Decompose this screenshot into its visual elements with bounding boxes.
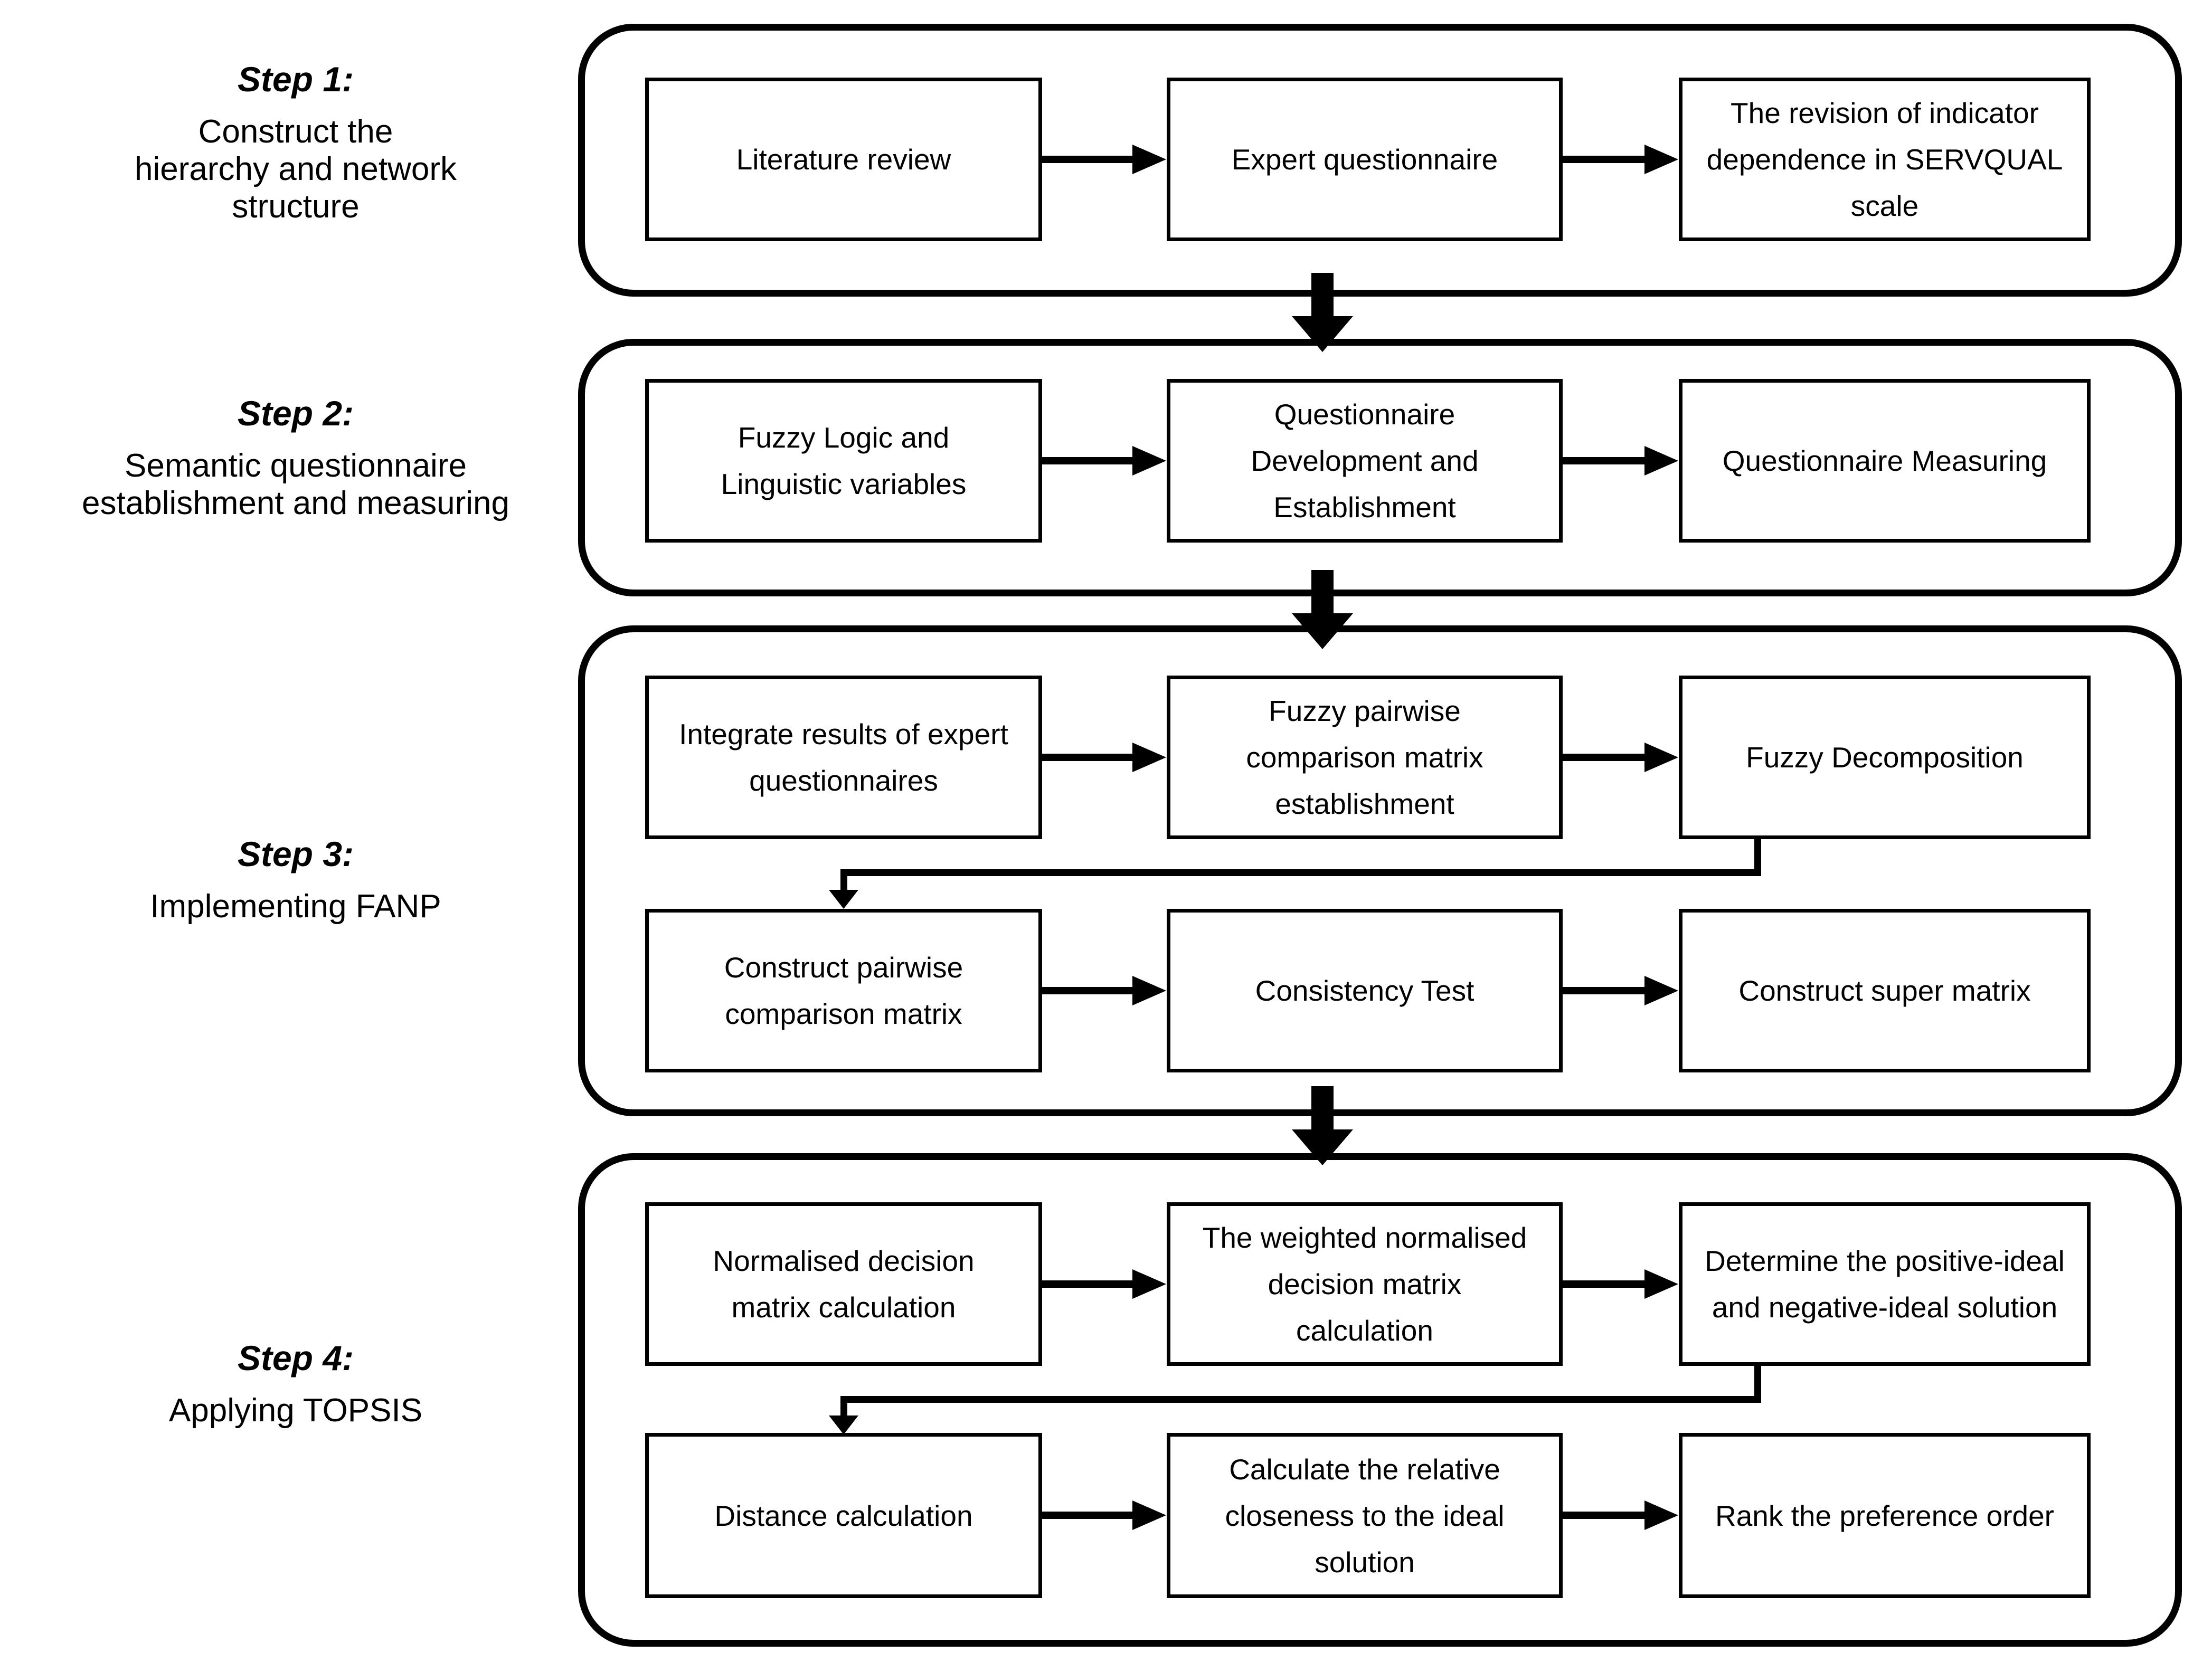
step4-label: Step 4: Applying TOPSIS bbox=[32, 1338, 560, 1429]
step1-subtitle-line: hierarchy and network bbox=[135, 151, 457, 187]
arrow-expert-to-revision bbox=[1563, 156, 1645, 163]
connector-decomposition-elbow-across bbox=[840, 869, 1761, 876]
connector-decomposition-elbow-down bbox=[1754, 839, 1761, 876]
arrow-consistency-to-supermatrix bbox=[1563, 987, 1645, 994]
box-questionnaire-development: Questionnaire Development and Establishm… bbox=[1167, 379, 1563, 543]
step4-title: Step 4: bbox=[237, 1338, 354, 1378]
step1-subtitle-line: Construct the bbox=[198, 113, 393, 150]
arrow-pairwise-to-consistency bbox=[1042, 987, 1133, 994]
connector-ideal-arrowhead bbox=[829, 1416, 858, 1434]
arrow-fuzzylogic-to-development bbox=[1042, 457, 1133, 464]
arrow-distance-to-closeness bbox=[1042, 1512, 1133, 1519]
box-consistency-test: Consistency Test bbox=[1167, 909, 1563, 1072]
connector-ideal-elbow-across bbox=[840, 1396, 1761, 1403]
box-expert-questionnaire: Expert questionnaire bbox=[1167, 78, 1563, 241]
box-rank-preference-order: Rank the preference order bbox=[1679, 1433, 2091, 1598]
connector-decomposition-elbow-drop bbox=[840, 869, 847, 891]
step4-subtitle-line: Applying TOPSIS bbox=[168, 1392, 423, 1429]
step2-title: Step 2: bbox=[237, 394, 354, 433]
connector-ideal-elbow-drop bbox=[840, 1396, 847, 1417]
arrow-step3-to-step4 bbox=[1292, 1086, 1353, 1165]
box-weighted-normalised-matrix: The weighted normalised decision matrix … bbox=[1167, 1202, 1563, 1366]
arrow-literature-to-expert bbox=[1042, 156, 1133, 163]
step1-title: Step 1: bbox=[237, 60, 354, 99]
arrow-weighted-to-ideal bbox=[1563, 1280, 1645, 1288]
box-determine-ideal-solutions: Determine the positive-ideal and negativ… bbox=[1679, 1202, 2091, 1366]
arrow-fuzzypairwise-to-decomposition bbox=[1563, 754, 1645, 761]
arrow-normalised-to-weighted bbox=[1042, 1280, 1133, 1288]
step3-label: Step 3: Implementing FANP bbox=[32, 834, 560, 925]
arrow-integrate-to-fuzzypairwise bbox=[1042, 754, 1133, 761]
box-construct-super-matrix: Construct super matrix bbox=[1679, 909, 2091, 1072]
box-integrate-expert-results: Integrate results of expert questionnair… bbox=[645, 676, 1042, 839]
box-fuzzy-decomposition: Fuzzy Decomposition bbox=[1679, 676, 2091, 839]
step1-subtitle-line: structure bbox=[232, 188, 360, 225]
step2-subtitle-line: establishment and measuring bbox=[82, 485, 509, 521]
step3-subtitle-line: Implementing FANP bbox=[150, 888, 441, 925]
step3-title: Step 3: bbox=[237, 834, 354, 873]
arrow-step1-to-step2 bbox=[1292, 273, 1353, 352]
box-distance-calculation: Distance calculation bbox=[645, 1433, 1042, 1598]
step1-label: Step 1: Construct the hierarchy and netw… bbox=[32, 59, 560, 225]
arrow-closeness-to-rank bbox=[1563, 1512, 1645, 1519]
step2-subtitle-line: Semantic questionnaire bbox=[125, 448, 467, 484]
connector-decomposition-arrowhead bbox=[829, 890, 858, 909]
box-relative-closeness: Calculate the relative closeness to the … bbox=[1167, 1433, 1563, 1598]
box-revision-servqual: The revision of indicator dependence in … bbox=[1679, 78, 2091, 241]
box-literature-review: Literature review bbox=[645, 78, 1042, 241]
box-fuzzy-logic-linguistic: Fuzzy Logic and Linguistic variables bbox=[645, 379, 1042, 543]
box-construct-pairwise-matrix: Construct pairwise comparison matrix bbox=[645, 909, 1042, 1072]
arrow-step2-to-step3 bbox=[1292, 570, 1353, 649]
connector-ideal-elbow-down bbox=[1754, 1366, 1761, 1403]
step2-label: Step 2: Semantic questionnaire establish… bbox=[32, 393, 560, 522]
box-normalised-decision-matrix: Normalised decision matrix calculation bbox=[645, 1202, 1042, 1366]
box-questionnaire-measuring: Questionnaire Measuring bbox=[1679, 379, 2091, 543]
arrow-development-to-measuring bbox=[1563, 457, 1645, 464]
box-fuzzy-pairwise-matrix: Fuzzy pairwise comparison matrix establi… bbox=[1167, 676, 1563, 839]
